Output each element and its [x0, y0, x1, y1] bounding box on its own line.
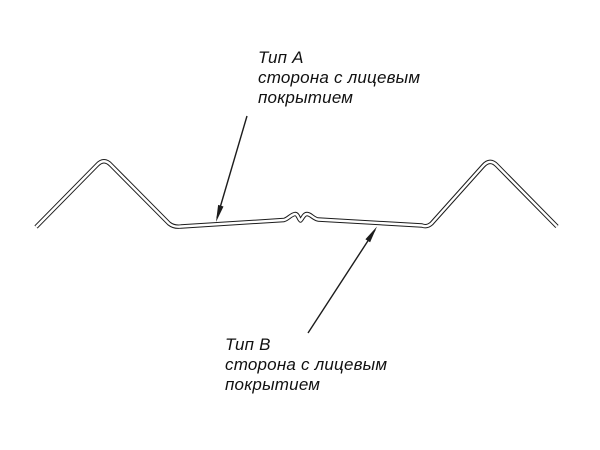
type-a-callout: Тип А сторона с лицевым покрытием	[258, 48, 420, 108]
sheet-profile-inner-line	[35, 160, 558, 228]
type-b-callout: Тип В сторона с лицевым покрытием	[225, 335, 387, 395]
type-b-leader-line	[307, 229, 376, 334]
type-b-description-line-1: сторона с лицевым	[225, 355, 388, 374]
type-a-description-line-2: покрытием	[258, 88, 354, 107]
type-a-leader-line	[216, 115, 248, 219]
type-b-title: Тип В	[225, 335, 271, 354]
type-a-title: Тип А	[258, 48, 304, 67]
type-a-description-line-1: сторона с лицевым	[258, 68, 421, 87]
type-a-leader-arrowhead	[216, 204, 224, 222]
type-b-leader-arrowhead	[365, 226, 377, 243]
type-b-description-line-2: покрытием	[225, 375, 321, 394]
